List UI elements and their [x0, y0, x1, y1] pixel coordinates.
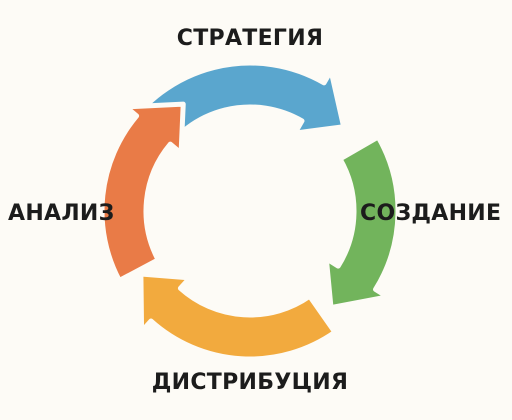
- stage-label-strategy: СТРАТЕГИЯ: [176, 26, 324, 51]
- stage-label-creation: СОЗДАНИЕ: [360, 201, 502, 226]
- stage-label-analysis: АНАЛИЗ: [8, 201, 115, 226]
- arrow-distribution: [138, 271, 338, 362]
- arrow-creation: [323, 134, 401, 311]
- arrow-analysis: [99, 101, 186, 283]
- stage-label-distribution: ДИСТРИБУЦИЯ: [151, 370, 349, 395]
